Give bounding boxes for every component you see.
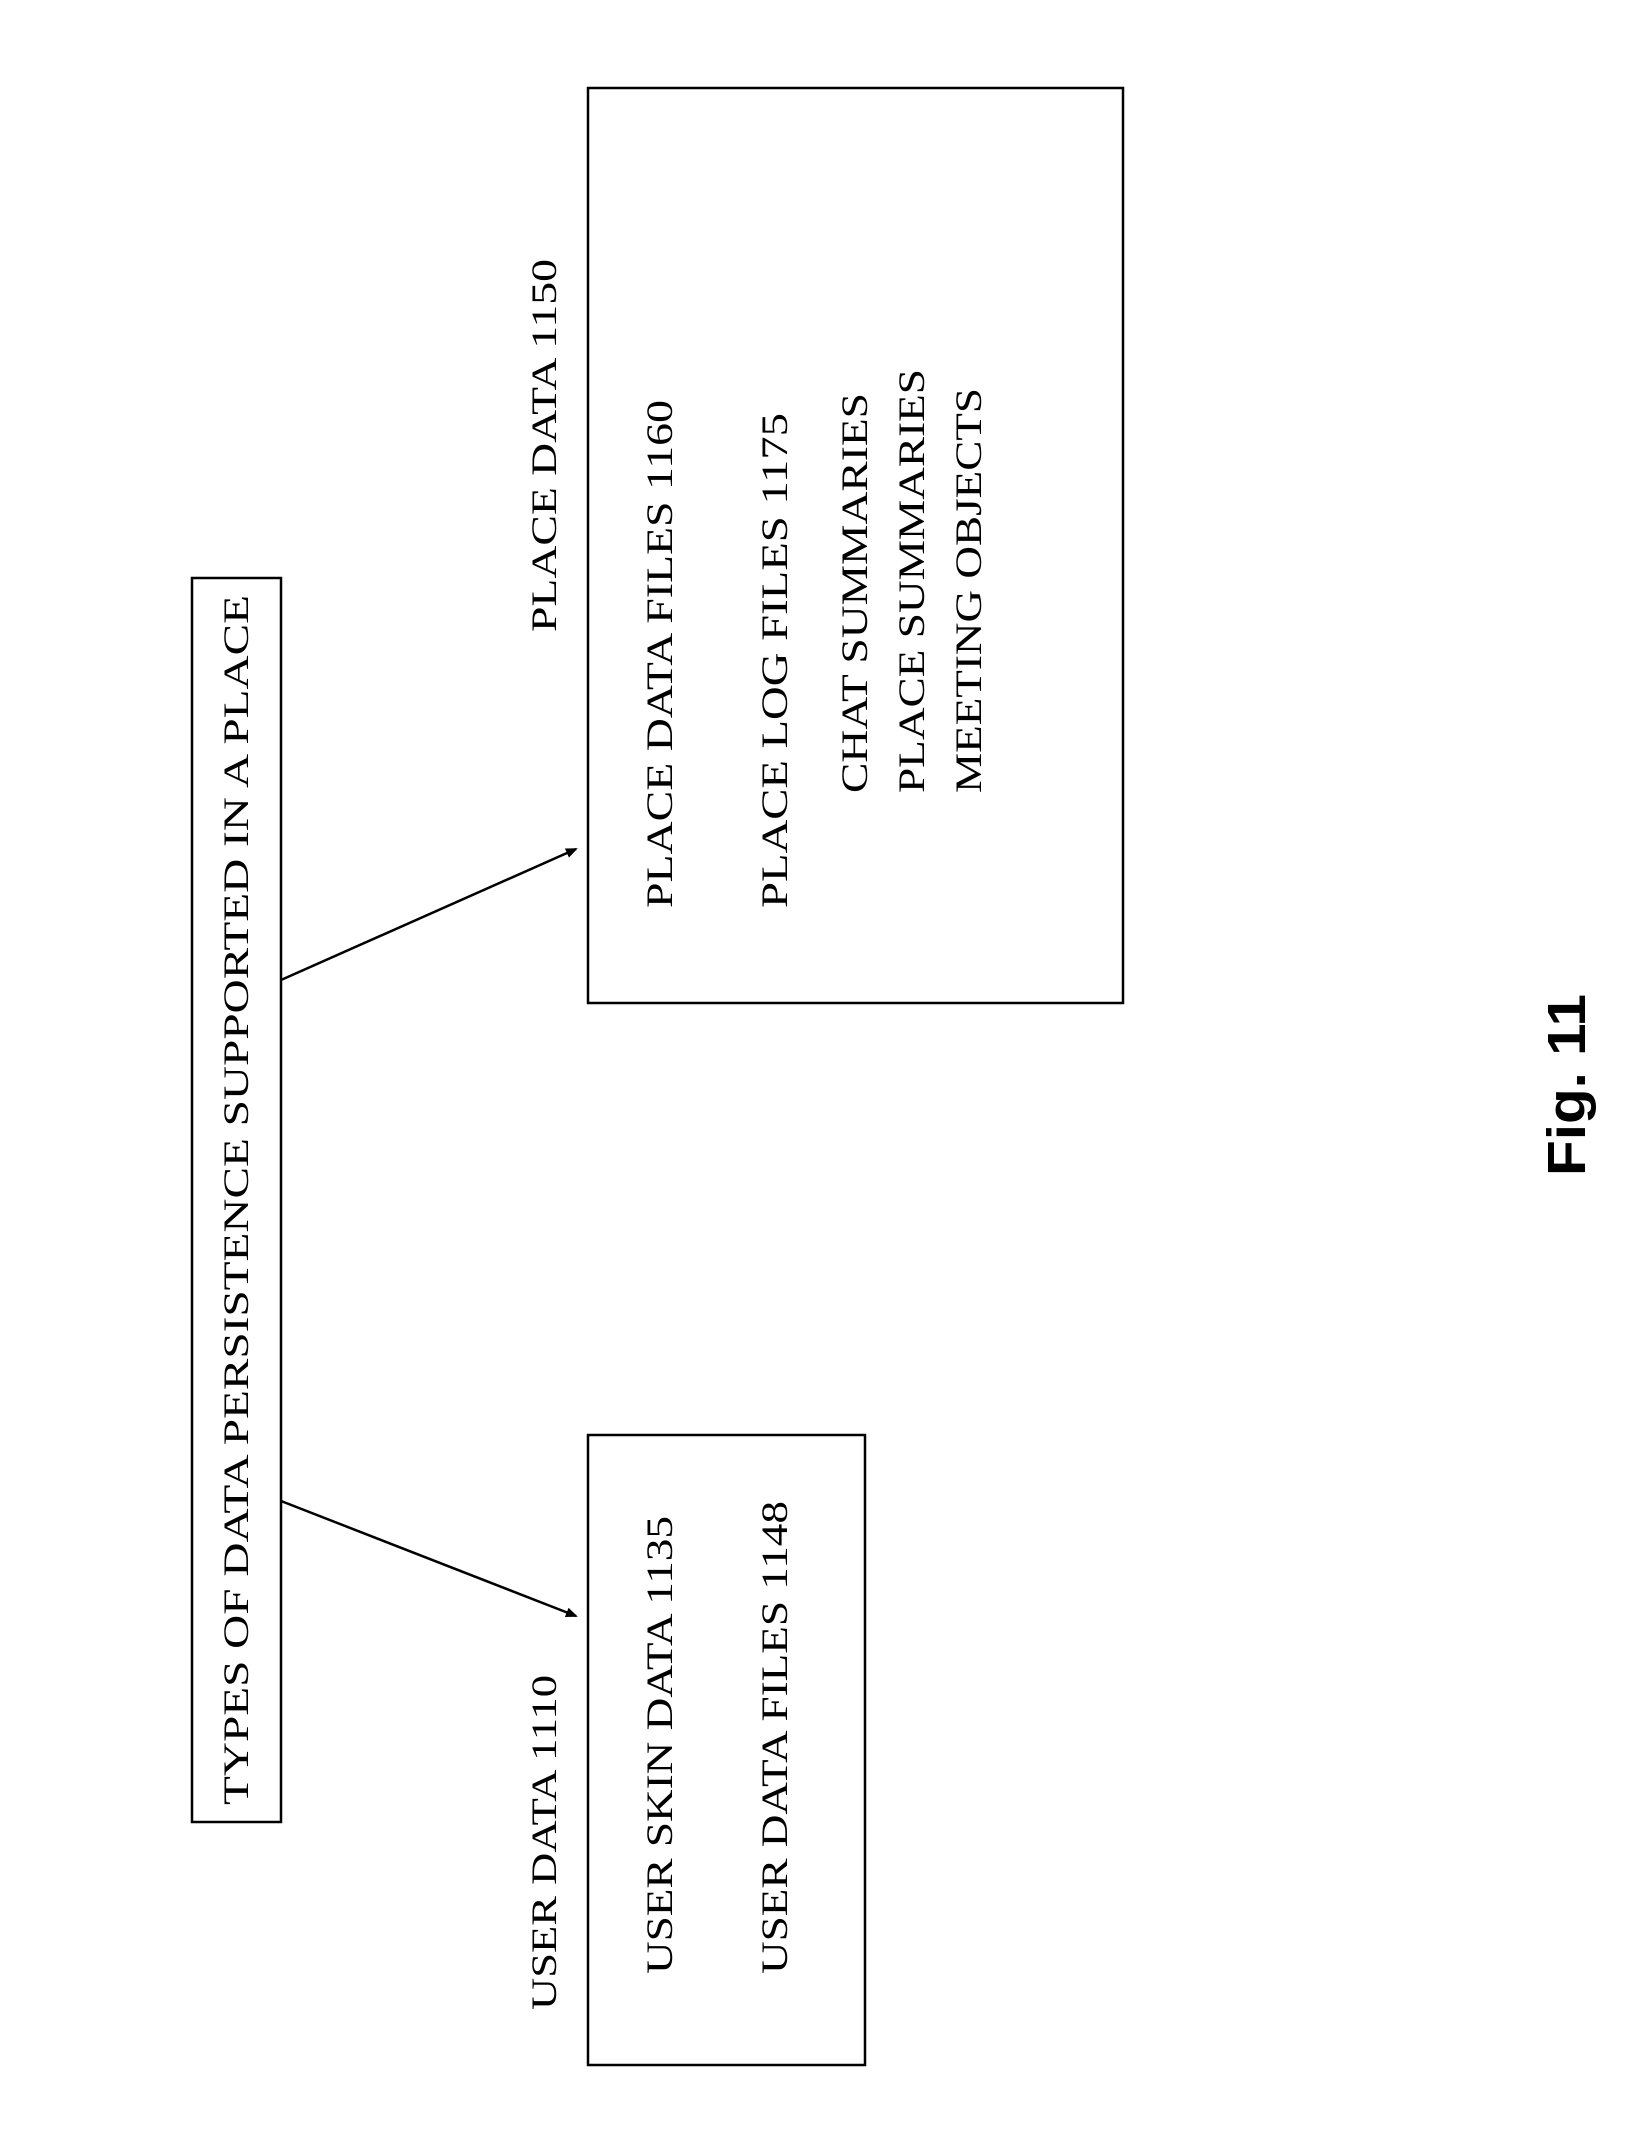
arrow-to-place-data	[281, 849, 576, 980]
user-data-item-2: USER DATA FILES 1148	[755, 1501, 796, 1974]
user-data-box	[588, 1435, 865, 2065]
place-data-subitem-2: PLACE SUMMARIES	[892, 369, 933, 793]
place-data-title: PLACE DATA 1150	[524, 259, 564, 632]
place-data-subitem-3: MEETING OBJECTS	[949, 388, 990, 793]
arrow-to-user-data	[281, 1501, 576, 1616]
place-data-item-1: PLACE DATA FILES 1160	[640, 400, 681, 908]
place-data-item-2: PLACE LOG FILES 1175	[755, 413, 796, 908]
user-data-item-1: USER SKIN DATA 1135	[640, 1516, 681, 1974]
root-node: TYPES OF DATA PERSISTENCE SUPPORTED IN A…	[192, 578, 281, 1822]
figure-label: Fig. 11	[1537, 994, 1597, 1176]
root-label: TYPES OF DATA PERSISTENCE SUPPORTED IN A…	[216, 595, 256, 1805]
place-data-node: PLACE DATA 1150 PLACE DATA FILES 1160 PL…	[524, 88, 1123, 1003]
user-data-node: USER DATA 1110 USER SKIN DATA 1135 USER …	[524, 1435, 865, 2065]
place-data-subitem-1: CHAT SUMMARIES	[835, 393, 876, 793]
user-data-title: USER DATA 1110	[524, 1675, 564, 2010]
